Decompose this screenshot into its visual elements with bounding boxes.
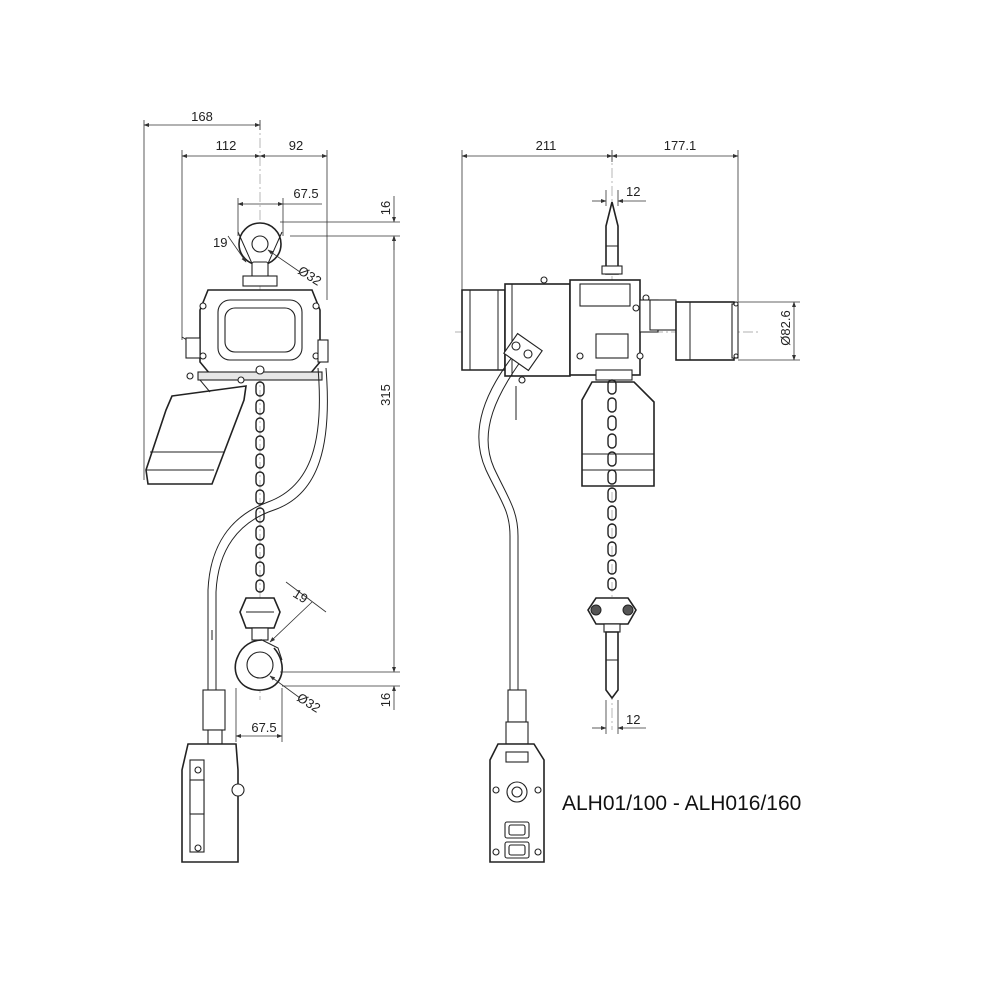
dim-side-top-hook-width: 67.5 — [293, 186, 318, 201]
top-hook — [237, 222, 283, 287]
dim-side-bottom-hook-width: 67.5 — [251, 720, 276, 735]
dim-front-chain-bottom-width: 12 — [626, 712, 640, 727]
hoist-body-front — [461, 276, 739, 381]
front-view: 211 177.1 12 Ø82.6 12 — [455, 138, 800, 863]
load-chain-front — [607, 379, 617, 591]
model-label: ALH01/100 - ALH016/160 — [562, 792, 802, 815]
dim-side-right-width: 92 — [289, 138, 303, 153]
side-view: 168 112 92 67.5 19 Ø32 16 315 — [143, 109, 400, 863]
dim-front-chain-top-width: 12 — [626, 184, 640, 199]
dim-side-top-clearance: 16 — [378, 201, 393, 215]
dim-side-overall-height: 315 — [378, 384, 393, 406]
pendant-side — [181, 689, 245, 863]
dim-side-top-hook-diameter: Ø32 — [295, 263, 324, 289]
pendant-cable-side — [207, 367, 328, 690]
dim-side-bottom-clearance: 16 — [378, 693, 393, 707]
bottom-hook-front — [587, 597, 637, 700]
dim-side-overall-width: 168 — [191, 109, 213, 124]
front-view-dimensions: 211 177.1 12 Ø82.6 12 — [461, 138, 800, 734]
dim-side-top-hook-angle: 19 — [213, 235, 227, 250]
pendant-front — [489, 689, 545, 863]
top-hook-front — [601, 201, 623, 275]
dim-side-left-width: 112 — [216, 138, 237, 153]
hoist-body-side — [181, 289, 329, 384]
bottom-hook — [234, 597, 283, 691]
dim-front-left-width: 211 — [536, 138, 557, 153]
dim-side-bottom-hook-angle: 19 — [290, 586, 310, 606]
dim-side-bottom-hook-diameter: Ø32 — [294, 690, 323, 716]
pendant-cable-front — [478, 332, 543, 690]
dim-front-motor-diameter: Ø82.6 — [778, 310, 793, 345]
load-chain-side — [255, 381, 265, 593]
chain-bucket-side — [145, 379, 247, 485]
chain-bucket-front — [581, 381, 655, 487]
dim-front-right-width: 177.1 — [664, 138, 697, 153]
